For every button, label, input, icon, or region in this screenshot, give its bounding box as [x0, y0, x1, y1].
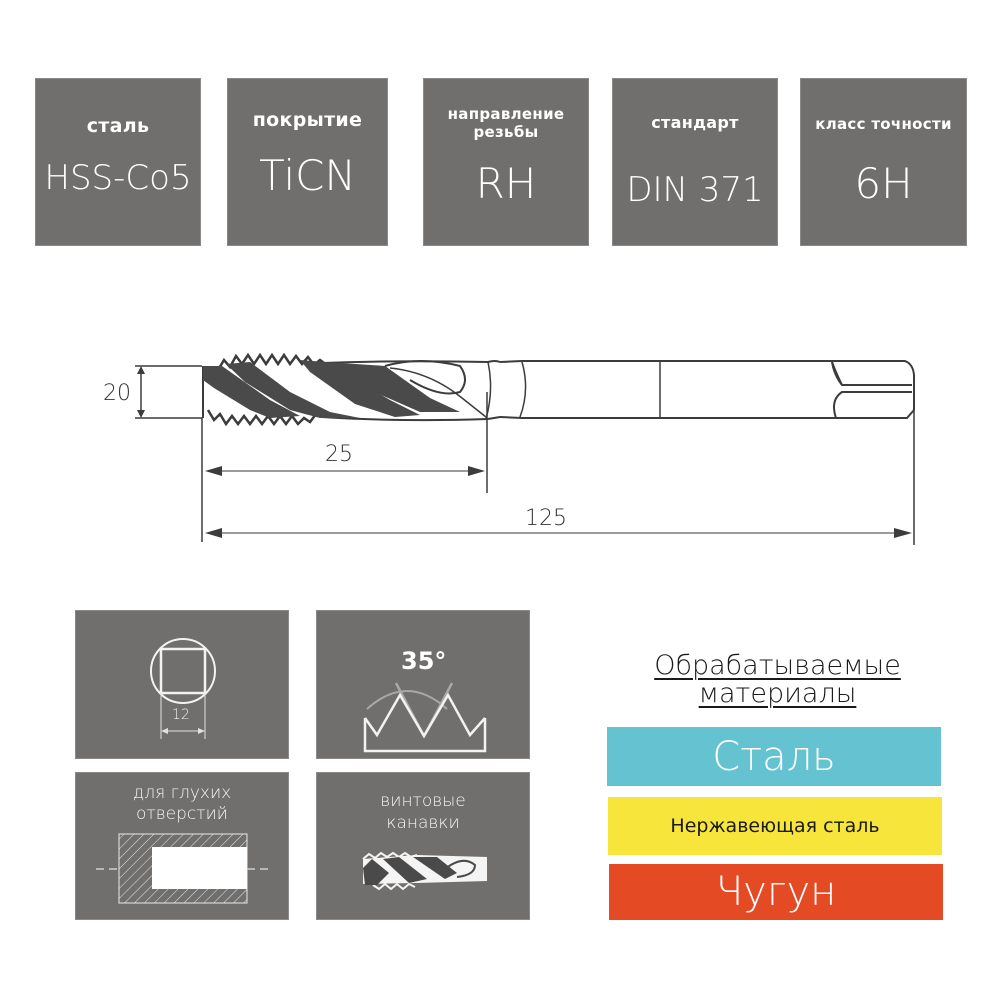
- spec-value-thread-direction: RH: [475, 159, 537, 208]
- spec-label-tolerance-class: класс точности: [815, 115, 952, 133]
- thread-profile-icon: [363, 682, 487, 753]
- spec-box-coating: покрытие TiCN: [227, 78, 388, 246]
- dimension-thread-length: 25: [325, 442, 353, 467]
- spec-label-steel: сталь: [86, 115, 150, 137]
- thread-angle-label: 35°: [401, 647, 447, 675]
- spec-label-coating: покрытие: [252, 109, 363, 131]
- material-stainless-steel-label: Нержавеющая сталь: [670, 815, 880, 837]
- material-steel-label: Сталь: [712, 733, 836, 780]
- spiral-tap-icon: [362, 851, 487, 891]
- thread-angle-box: 35°: [316, 610, 530, 759]
- blind-holes-box: для глухих отверстий: [75, 772, 289, 920]
- material-cast-iron-label: Чугун: [715, 869, 837, 915]
- square-shank-icon: [150, 638, 216, 739]
- spec-value-steel: HSS-Co5: [44, 158, 192, 198]
- materials-title-line-1: Обрабатываемые: [654, 650, 901, 681]
- materials-title: Обрабатываемые материалы: [600, 652, 955, 708]
- blind-hole-icon: [96, 833, 272, 904]
- dimension-diameter: 20: [103, 381, 131, 406]
- dimension-total-length: 125: [525, 506, 567, 531]
- square-shank-dimension: 12: [172, 707, 190, 723]
- square-shank-box: 12: [75, 610, 289, 759]
- spec-value-tolerance-class: 6H: [854, 159, 913, 208]
- spec-box-standard: стандарт DIN 371: [612, 78, 778, 246]
- blind-holes-caption-1: для глухих: [132, 783, 232, 803]
- material-stainless-steel: Нержавеющая сталь: [608, 797, 942, 855]
- spec-box-thread-direction: направление резьбы RH: [423, 78, 589, 246]
- material-cast-iron: Чугун: [609, 864, 943, 920]
- spec-value-coating: TiCN: [259, 151, 356, 200]
- material-steel: Сталь: [607, 727, 941, 786]
- spec-value-standard: DIN 371: [626, 170, 764, 210]
- materials-title-line-2: материалы: [698, 678, 857, 709]
- spiral-flutes-box: винтовые канавки: [316, 772, 530, 920]
- spec-label-standard: стандарт: [651, 113, 739, 132]
- spec-box-steel: сталь HSS-Co5: [35, 78, 201, 246]
- spec-label-thread-direction-2: резьбы: [473, 123, 539, 141]
- blind-holes-caption-2: отверстий: [135, 804, 228, 824]
- spiral-tap-drawing-icon: [135, 352, 915, 545]
- spec-label-thread-direction-1: направление: [447, 105, 565, 123]
- spec-box-tolerance-class: класс точности 6H: [800, 78, 967, 246]
- spiral-flutes-caption-2: канавки: [386, 813, 460, 833]
- tap-technical-drawing: 20 25 125: [0, 330, 1000, 560]
- spiral-flutes-caption-1: винтовые: [380, 791, 466, 811]
